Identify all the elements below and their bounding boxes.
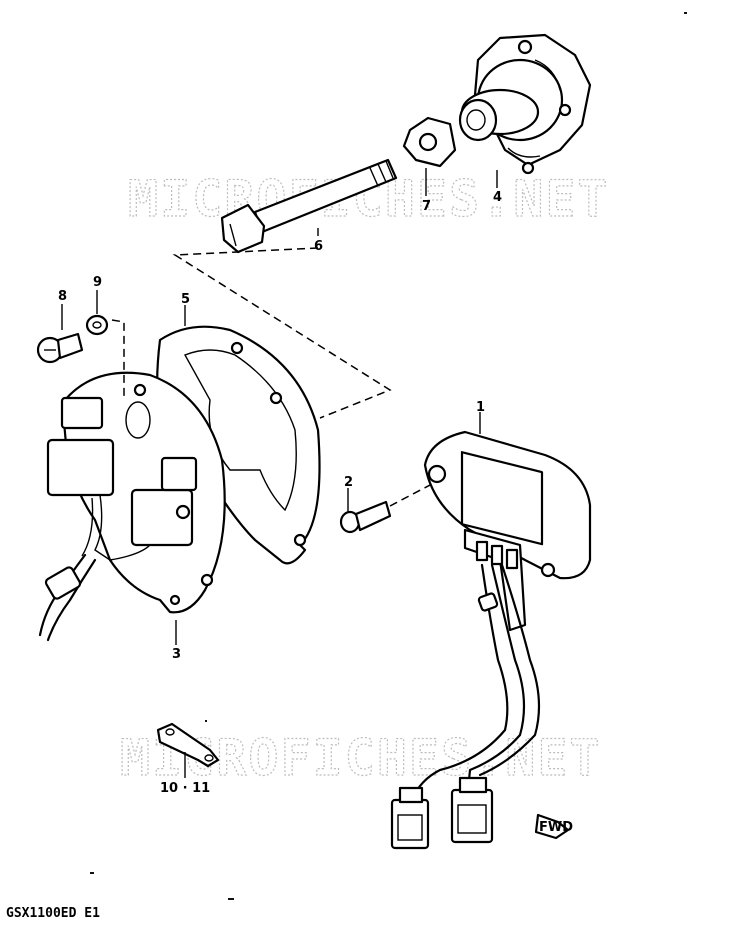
part-10-11-clamp <box>156 722 220 768</box>
part-9-washer <box>85 314 109 336</box>
part-7-nut <box>402 116 457 168</box>
part-3-pickup-plate <box>38 371 226 642</box>
callout-6: 6 <box>314 239 323 254</box>
scan-specks <box>90 12 687 900</box>
callout-8: 8 <box>58 289 67 304</box>
callout-4: 4 <box>493 190 502 205</box>
callout-1: 1 <box>476 400 485 415</box>
leader-screw-to-plate <box>111 319 125 400</box>
callout-10-11: 10 · 11 <box>160 781 210 796</box>
front-marker-label: FWD <box>539 820 573 835</box>
part-6-bolt <box>220 158 398 254</box>
front-marker: FWD <box>534 813 573 840</box>
part-1-igniter <box>423 430 592 632</box>
callout-7: 7 <box>422 199 431 214</box>
igniter-harness <box>390 563 541 850</box>
callout-2: 2 <box>344 475 353 490</box>
callout-5: 5 <box>181 292 190 307</box>
leader-bolt-to-plate <box>172 247 392 419</box>
callout-9: 9 <box>93 275 102 290</box>
callout-3: 3 <box>172 647 181 662</box>
callout-leaders <box>61 168 498 778</box>
leader-screw-to-igniter <box>389 483 433 507</box>
diagram-caption: GSX1100ED E1 <box>6 906 100 921</box>
part-8-screw <box>36 332 84 364</box>
part-2-screw <box>339 500 392 534</box>
part-4-signal-rotor <box>458 33 592 175</box>
